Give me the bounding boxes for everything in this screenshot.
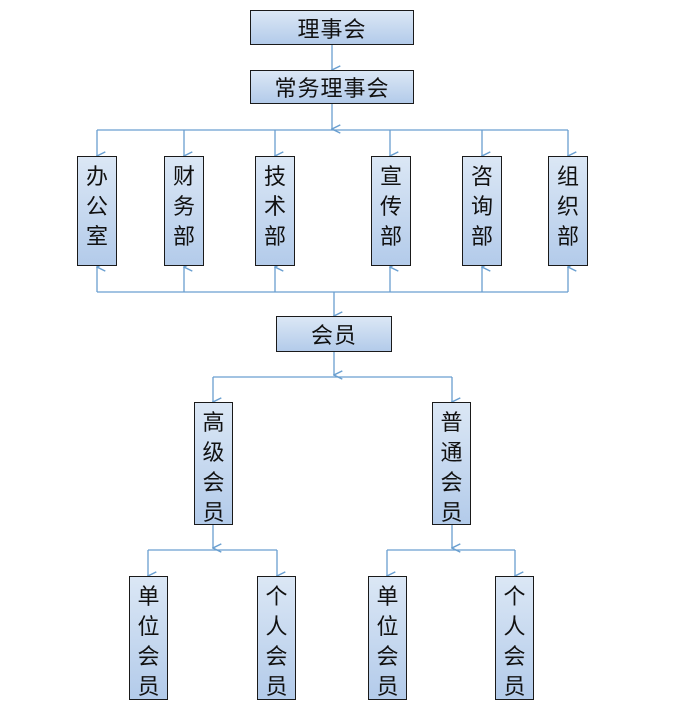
senior-individual-member-node: 个人会员 <box>257 576 296 700</box>
regular-member-node: 普通会员 <box>432 402 471 526</box>
dept-publicity-node: 宣传部 <box>371 156 411 266</box>
senior-member-node: 高级会员 <box>194 402 233 526</box>
standing-council-node: 常务理事会 <box>250 70 414 104</box>
regular-individual-member-node: 个人会员 <box>495 576 534 700</box>
dept-tech-node: 技术部 <box>255 156 295 266</box>
dept-consulting-node: 咨询部 <box>462 156 502 266</box>
members-node: 会员 <box>276 316 392 352</box>
regular-unit-member-node: 单位会员 <box>368 576 407 700</box>
dept-organization-node: 组织部 <box>548 156 588 266</box>
senior-unit-member-node: 单位会员 <box>129 576 168 700</box>
dept-office-node: 办公室 <box>77 156 117 266</box>
council-node: 理事会 <box>250 10 414 45</box>
dept-finance-node: 财务部 <box>164 156 204 266</box>
